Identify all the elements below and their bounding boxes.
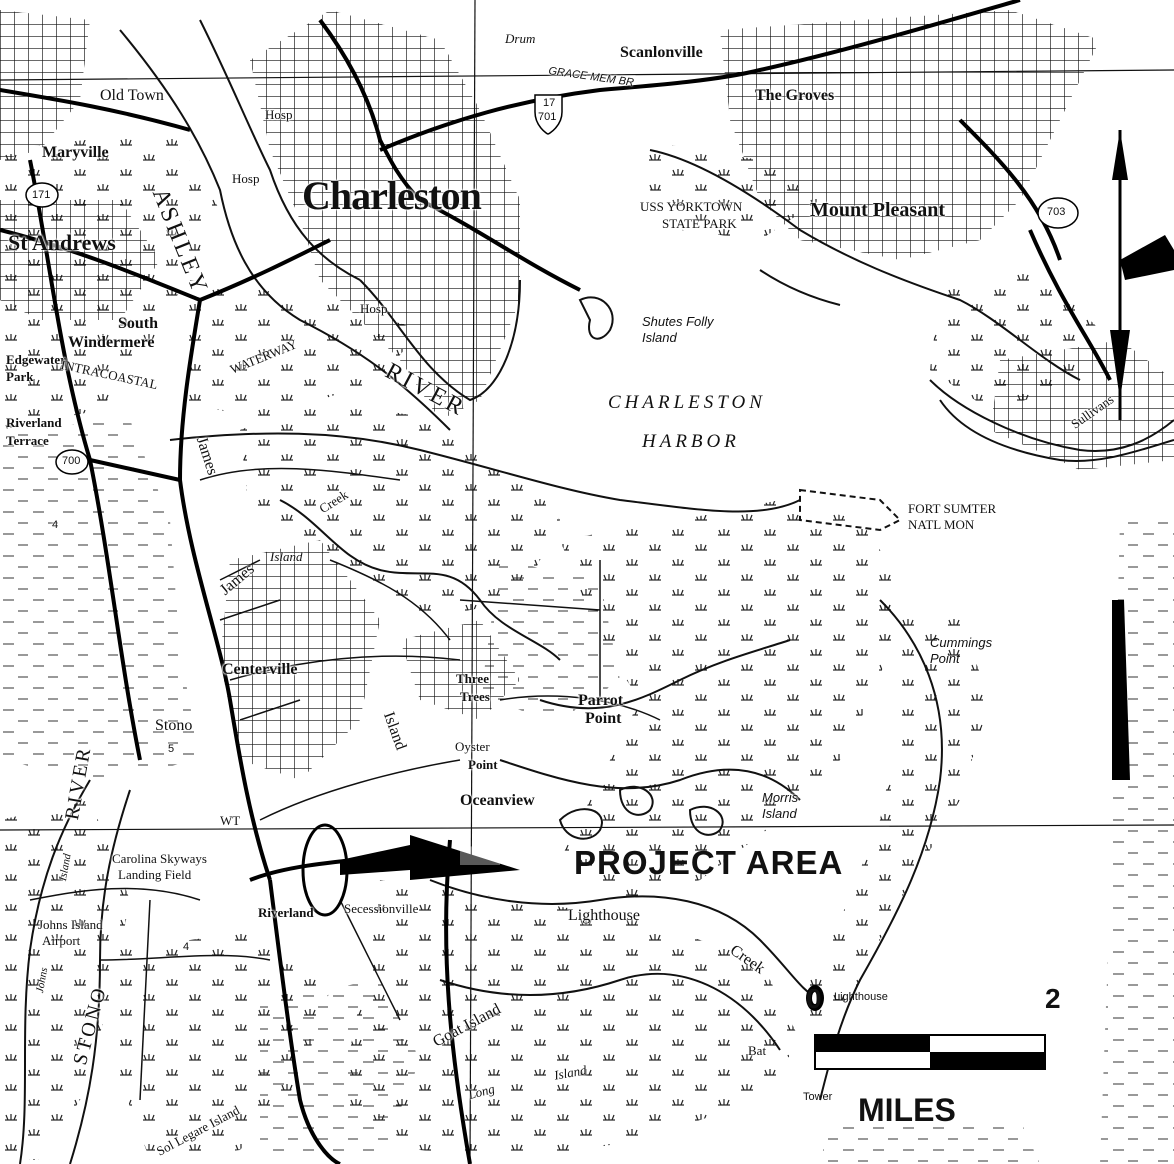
label-st-andrews: St Andrews — [8, 230, 116, 255]
highway-shields — [25, 94, 1079, 475]
label-parrot: Parrot — [578, 692, 624, 709]
label-riverland: Riverland — [258, 905, 314, 920]
label-hwy-171: 171 — [32, 189, 51, 201]
scale-bar — [814, 1034, 1046, 1070]
label-secessionville: Secessionville — [344, 901, 419, 916]
label-charleston-harbor-2: HARBOR — [642, 431, 740, 452]
label-oyster: Oyster — [455, 739, 490, 754]
label-point: Point — [930, 651, 960, 666]
label-rd-5: 5 — [168, 743, 175, 755]
label-morris: Morris — [762, 790, 799, 805]
label-fort-sumter-1: FORT SUMTER — [908, 501, 997, 516]
label-tower: Tower — [803, 1091, 833, 1103]
label-maryville: Maryville — [42, 144, 109, 161]
label-old-town: Old Town — [100, 87, 164, 104]
shorelines — [19, 19, 1174, 1164]
label-hosp-2: Hosp — [232, 171, 260, 186]
scale-unit-label: MILES — [858, 1092, 956, 1128]
label-uss-yorktown: USS YORKTOWN — [640, 199, 743, 214]
label-shutes-folly-1: Shutes Folly — [642, 314, 714, 329]
label-carolina-skyways: Carolina Skyways — [112, 851, 207, 866]
left-arrow-icon — [340, 835, 520, 880]
label-island: Island — [270, 549, 303, 564]
label-the-groves: The Groves — [755, 87, 835, 104]
label-oyster-point: Point — [468, 757, 498, 772]
label-charleston: Charleston — [302, 173, 482, 218]
label-oceanview: Oceanview — [460, 792, 535, 809]
label-project-area: PROJECT AREA — [574, 844, 844, 881]
label-cummings: Cummings — [930, 635, 993, 650]
label-lighthouse-creek: Lighthouse — [568, 907, 640, 924]
label-stono: Stono — [155, 717, 193, 734]
label-wt: WT — [220, 813, 241, 828]
label-airport: Airport — [42, 933, 81, 948]
label-south: South — [118, 315, 159, 332]
roads — [29, 467, 661, 1101]
label-fort-sumter-2: NATL MON — [908, 517, 975, 532]
label-rd-4: 4 — [52, 519, 59, 531]
scale-end-label: 2 — [1045, 983, 1061, 1014]
label-windermere: Windermere — [68, 334, 155, 351]
label-hwy-700: 700 — [62, 455, 81, 467]
label-centerville: Centerville — [222, 661, 298, 678]
label-charleston-harbor-1: CHARLESTON — [608, 392, 766, 413]
label-bat: Bat — [748, 1043, 767, 1058]
label-edgewater: Edgewater — [6, 352, 66, 367]
label-hwy-703: 703 — [1047, 206, 1066, 218]
label-landing-field: Landing Field — [118, 867, 192, 882]
label-riverland-terrace-2: Terrace — [6, 433, 49, 448]
label-lighthouse-legend: Lighthouse — [834, 991, 888, 1003]
label-state-park: STATE PARK — [662, 216, 737, 231]
north-arrow-icon — [1110, 130, 1174, 780]
scale-start-label: 0 — [806, 983, 822, 1014]
label-hosp-1: Hosp — [265, 107, 293, 122]
label-rd-4b: 4 — [183, 941, 190, 953]
label-parrot-point: Point — [585, 710, 622, 727]
label-scanlonville: Scanlonville — [620, 44, 703, 61]
label-trees: Trees — [460, 689, 490, 704]
lighthouse-icon — [806, 985, 824, 1011]
highways — [0, 0, 1112, 1164]
label-drum: Drum — [505, 31, 536, 46]
label-mount-pleasant: Mount Pleasant — [810, 199, 945, 221]
label-johns-island: Johns Island — [38, 917, 103, 932]
label-park: Park — [6, 369, 34, 384]
label-hwy-17: 17 — [543, 97, 556, 109]
label-three: Three — [456, 671, 489, 686]
label-morris-island: Island — [762, 806, 797, 821]
label-hwy-701: 701 — [538, 111, 557, 123]
label-riverland-terrace-1: Riverland — [6, 415, 62, 430]
label-hosp-3: Hosp — [360, 301, 388, 316]
label-shutes-folly-2: Island — [642, 330, 677, 345]
